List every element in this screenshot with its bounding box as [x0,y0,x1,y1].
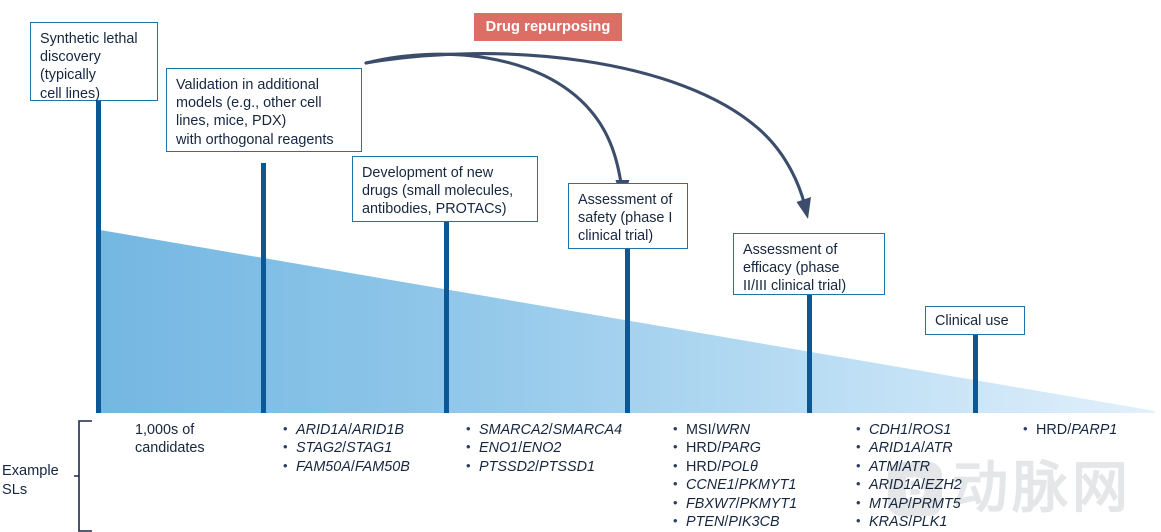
sl-list-4: MSI/WRNHRD/PARGHRD/POLθCCNE1/PKMYT1FBXW7… [672,420,797,531]
sl-list-6: HRD/PARP1 [1022,420,1117,439]
stage-box-clinical-use[interactable]: Clinical use [925,306,1025,335]
sl-pair: MSI/WRN [672,420,797,439]
column-sl-2: ARID1A/ARID1BSTAG2/STAG1FAM50A/FAM50B [282,420,410,476]
arrow-head-efficacy [796,197,811,219]
stage-box-development-new-drugs[interactable]: Development of new drugs (small molecule… [352,156,538,222]
sl-pair: PTEN/PIK3CB [672,512,797,531]
stage-box-assessment-efficacy[interactable]: Assessment of efficacy (phase II/III cli… [733,233,885,295]
sl-pair: HRD/POLθ [672,457,797,476]
stem-assessment-safety [625,249,630,413]
stem-development-new-drugs [444,222,449,413]
sl-pair: FAM50A/FAM50B [282,457,410,476]
column-candidates: 1,000s of candidates [135,421,205,458]
sl-pair: ARID1A/EZH2 [855,475,962,494]
column-sl-3: SMARCA2/SMARCA4ENO1/ENO2PTSSD2/PTSSD1 [465,420,622,476]
sl-pair: ENO1/ENO2 [465,438,622,457]
candidates-text: 1,000s of candidates [135,422,205,457]
sl-pair: SMARCA2/SMARCA4 [465,420,622,439]
example-sls-label: Example SLs [2,463,59,498]
sl-pair: STAG2/STAG1 [282,438,410,457]
sl-list-5: CDH1/ROS1ARID1A/ATRATM/ATRARID1A/EZH2MTA… [855,420,962,531]
sl-pair: HRD/PARP1 [1022,420,1117,439]
stem-synthetic-lethal-discovery [96,101,101,413]
sl-pair: ATM/ATR [855,457,962,476]
sl-pair: ARID1A/ARID1B [282,420,410,439]
column-sl-5: CDH1/ROS1ARID1A/ATRATM/ATRARID1A/EZH2MTA… [855,420,962,531]
drug-repurposing-badge: Drug repurposing [474,13,622,41]
sl-list-3: SMARCA2/SMARCA4ENO1/ENO2PTSSD2/PTSSD1 [465,420,622,476]
watermark-text: 动脉网 [952,456,1132,519]
sl-pair: FBXW7/PKMYT1 [672,494,797,513]
column-sl-6: HRD/PARP1 [1022,420,1117,439]
sl-pair: MTAP/PRMT5 [855,494,962,513]
column-sl-4: MSI/WRNHRD/PARGHRD/POLθCCNE1/PKMYT1FBXW7… [672,420,797,531]
sl-pair: ARID1A/ATR [855,438,962,457]
sl-pair: HRD/PARG [672,438,797,457]
sl-pair: KRAS/PLK1 [855,512,962,531]
example-sls-bracket [74,420,92,532]
stage-box-validation-additional-models[interactable]: Validation in additional models (e.g., o… [166,68,362,152]
sl-pair: PTSSD2/PTSSD1 [465,457,622,476]
stem-assessment-efficacy [807,295,812,413]
stage-box-synthetic-lethal-discovery[interactable]: Synthetic lethal discovery (typically ce… [30,22,158,102]
stem-clinical-use [973,335,978,413]
sl-pair: CCNE1/PKMYT1 [672,475,797,494]
stem-validation-additional-models [261,163,266,413]
stage-box-assessment-safety[interactable]: Assessment of safety (phase I clinical t… [568,183,688,249]
sl-pair: CDH1/ROS1 [855,420,962,439]
sl-list-2: ARID1A/ARID1BSTAG2/STAG1FAM50A/FAM50B [282,420,410,476]
